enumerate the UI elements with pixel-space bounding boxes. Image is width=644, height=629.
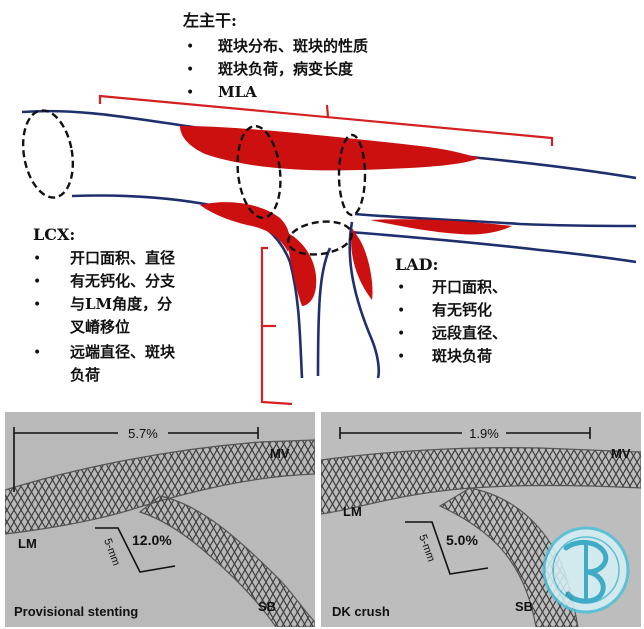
lad-item: 远段直径、 [432, 324, 507, 342]
lcx-item: 与LM角度，分 [70, 295, 172, 313]
lcx-text-block: LCX: • 开口面积、直径 • 有无钙化、分支 • 与LM角度，分 叉嵴移位 … [33, 225, 176, 384]
sb-stenosis-percent: 5.0% [446, 532, 478, 548]
lm-plaque [180, 126, 480, 171]
lm-text-block: 左主干: • 斑块分布、斑块的性质 • 斑块负荷，病变长度 • MLA [182, 11, 368, 101]
lm-distal-ellipse [337, 133, 367, 217]
lad-lower-wall [349, 230, 637, 264]
bifurcation-ellipse [287, 220, 353, 256]
bullet: • [33, 297, 41, 313]
lad-branch-plaque [351, 228, 373, 300]
lm-item: 斑块分布、斑块的性质 [218, 37, 368, 55]
sb-label: SB [258, 599, 276, 614]
lm-label: LM [343, 504, 362, 519]
lm-item: MLA [218, 83, 257, 101]
panel-caption: Provisional stenting [14, 604, 138, 619]
lm-label: LM [18, 536, 37, 551]
lm-ostium-ellipse [21, 109, 75, 199]
bullet: • [397, 280, 405, 296]
bullet: • [397, 303, 405, 319]
lcx-item: 远端直径、斑块 [70, 343, 176, 361]
mv-label: MV [270, 446, 290, 461]
sb-label: SB [515, 599, 533, 614]
mv-stenosis-percent: 5.7% [128, 426, 158, 441]
mv-label: MV [611, 446, 631, 461]
lm-item: 斑块负荷，病变长度 [218, 60, 354, 78]
main-vessel-stent [5, 439, 315, 535]
side-branch-stent [438, 487, 579, 627]
lcx-item: 有无钙化、分支 [70, 272, 176, 290]
sb-measure-bracket [405, 521, 489, 575]
bullet: • [33, 345, 41, 361]
lm-title: 左主干: [182, 11, 237, 30]
panel-dk-crush: 1.9% MV LM 5.0% 5-mm SB DK crush [321, 412, 641, 627]
lcx-plaque-upper [200, 202, 290, 252]
lad-item: 斑块负荷 [432, 347, 492, 365]
lcx-item: 叉嵴移位 [69, 318, 130, 336]
lcx-item: 负荷 [70, 366, 100, 384]
lcx-item: 开口面积、直径 [70, 249, 175, 267]
vessel-diagram [21, 94, 637, 406]
panel-provisional-stenting: 5.7% MV LM 12.0% 5-mm SB Provisional ste… [5, 412, 315, 627]
bullet: • [397, 349, 405, 365]
side-branch-stent [138, 495, 315, 627]
lm-bracket [98, 94, 554, 146]
sb-stenosis-percent: 12.0% [132, 532, 172, 548]
main-vessel-stent [321, 447, 641, 515]
sb-measure-bracket [95, 527, 176, 573]
bullet: • [397, 326, 405, 342]
lad-plaque [370, 219, 512, 235]
lad-branch-wall [348, 221, 381, 379]
panel-caption: DK crush [332, 604, 390, 619]
lcx-inner-wall [316, 247, 332, 377]
bullet: • [33, 274, 41, 290]
lm-mid-ellipse [236, 124, 282, 220]
lad-text-block: LAD: • 开口面积、 • 有无钙化 • 远段直径、 • 斑块负荷 [395, 255, 507, 365]
lad-item: 有无钙化 [432, 301, 492, 319]
bullet: • [33, 251, 41, 267]
lcx-title: LCX: [33, 225, 75, 244]
watermark-logo-icon [542, 526, 630, 614]
lad-upper-wall [354, 212, 637, 228]
bullet: • [186, 85, 194, 101]
bullet: • [186, 62, 194, 78]
lm-bracket-tick [325, 104, 330, 118]
mv-stenosis-percent: 1.9% [469, 426, 499, 441]
lad-title: LAD: [395, 255, 438, 274]
lad-item: 开口面积、 [432, 278, 507, 296]
bullet: • [186, 39, 194, 55]
